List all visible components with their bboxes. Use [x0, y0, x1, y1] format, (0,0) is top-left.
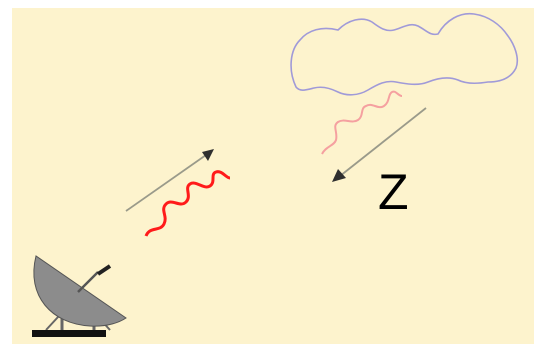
- label-z: Z: [378, 164, 409, 220]
- transmitted-signal-arrow: [125, 154, 207, 212]
- cloud-outline: [290, 12, 519, 96]
- transmitted-signal-wave: [144, 170, 231, 237]
- reflected-signal-arrow: [339, 107, 427, 177]
- transmitted-arrow-head: [202, 149, 214, 161]
- radar-base: [32, 330, 106, 337]
- diagram-background: [12, 8, 534, 344]
- reflected-arrow-head: [332, 169, 346, 182]
- reflected-signal-wave: [321, 90, 403, 155]
- radar-dish-icon: [33, 255, 127, 331]
